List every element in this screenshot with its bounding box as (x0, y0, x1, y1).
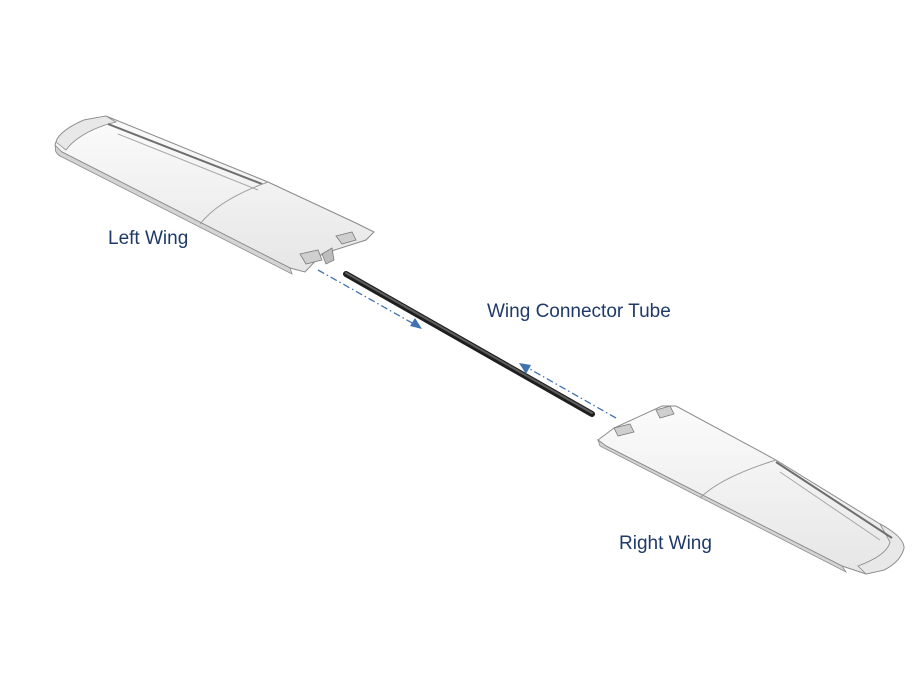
connector-tube-label: Wing Connector Tube (487, 301, 671, 322)
right-wing-tip (857, 523, 905, 575)
right-wing-edge (597, 438, 848, 574)
right-wing-aileron (775, 461, 893, 539)
dash-dot-arrow-icon (317, 269, 422, 329)
dash-dot-arrow-icon (519, 363, 617, 419)
left-wing (54, 115, 375, 275)
left-wing-tip (55, 115, 118, 151)
right-wing (597, 405, 905, 575)
left-wing-edge (54, 145, 293, 275)
left-wing-label: Left Wing (108, 228, 189, 249)
left-wing-surface (54, 115, 375, 273)
left-wing-aileron (107, 123, 263, 185)
right-wing-root-slots (613, 405, 675, 437)
left-wing-root-slots (299, 231, 357, 265)
right-wing-label: Right Wing (619, 533, 712, 554)
connector-tube-icon (343, 271, 595, 417)
